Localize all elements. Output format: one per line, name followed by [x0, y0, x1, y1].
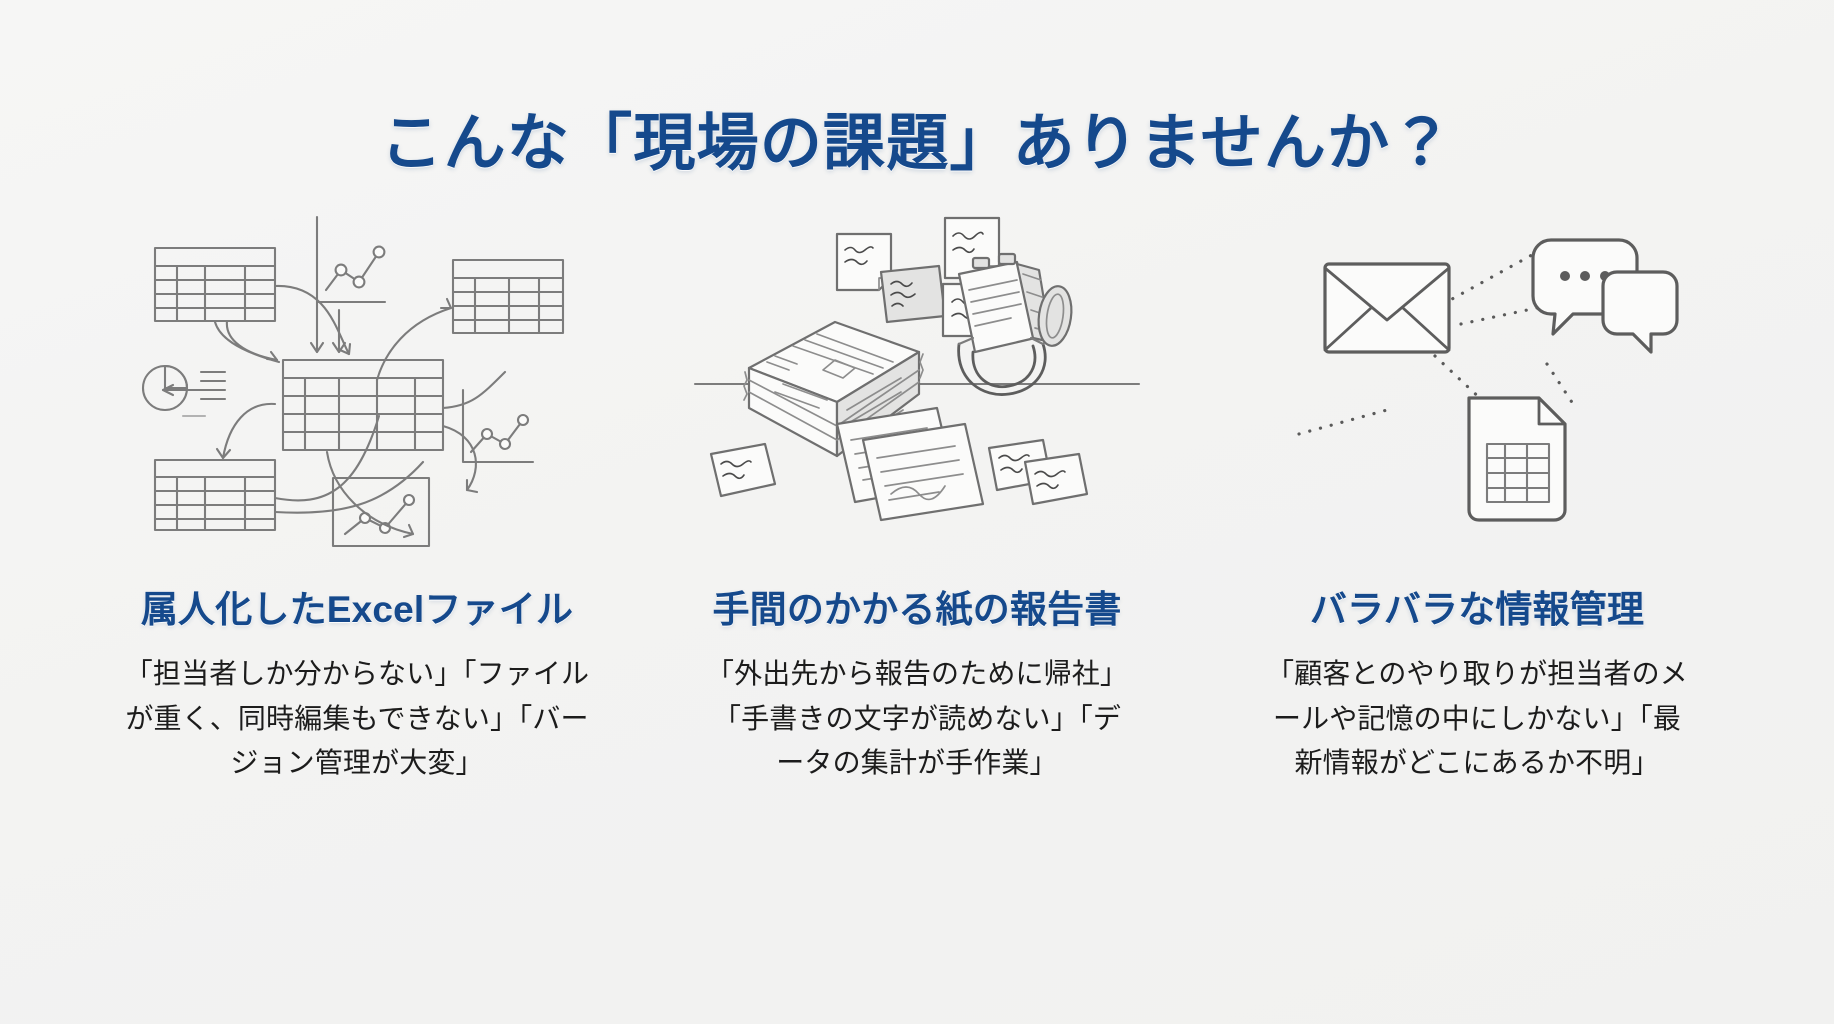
document-with-table-shape: [1467, 396, 1567, 522]
chat-bubble-secondary-shape: [1601, 270, 1679, 354]
envelope-shape: [1323, 262, 1451, 354]
problem-card-excel: 属人化したExcelファイル 「担当者しか分からない」「ファイルが重く、同時編集…: [77, 212, 637, 785]
card-body-text: 「顧客とのやり取りが担当者のメールや記憶の中にしかない」「最新情報がどこにあるか…: [1266, 658, 1688, 778]
paper-stack-and-sticky-notes-icon: [687, 212, 1147, 552]
problem-card-scattered-info: バラバラな情報管理 「顧客とのやり取りが担当者のメールや記憶の中にしかない」「最…: [1197, 212, 1757, 785]
problem-card-paper-reports: 手間のかかる紙の報告書 「外出先から報告のために帰社」「手書きの文字が読めない」…: [637, 212, 1197, 785]
scattered-information-channels-icon: [1247, 212, 1707, 552]
card-heading: バラバラな情報管理: [1309, 589, 1645, 630]
card-body-text: 「担当者しか分からない」「ファイルが重く、同時編集もできない」「バージョン管理が…: [124, 658, 590, 778]
page-title: こんな「現場の課題」ありませんか？: [380, 108, 1454, 178]
scattered-excel-spreadsheets-icon: [127, 212, 587, 552]
card-body-text: 「外出先から報告のために帰社」「手書きの文字が読めない」「データの集計が手作業」: [705, 658, 1129, 778]
title-container: こんな「現場の課題」ありませんか？: [0, 66, 1834, 220]
card-heading: 属人化したExcelファイル: [140, 589, 574, 630]
problem-cards-row: 属人化したExcelファイル 「担当者しか分からない」「ファイルが重く、同時編集…: [0, 212, 1834, 785]
card-heading: 手間のかかる紙の報告書: [712, 589, 1122, 630]
